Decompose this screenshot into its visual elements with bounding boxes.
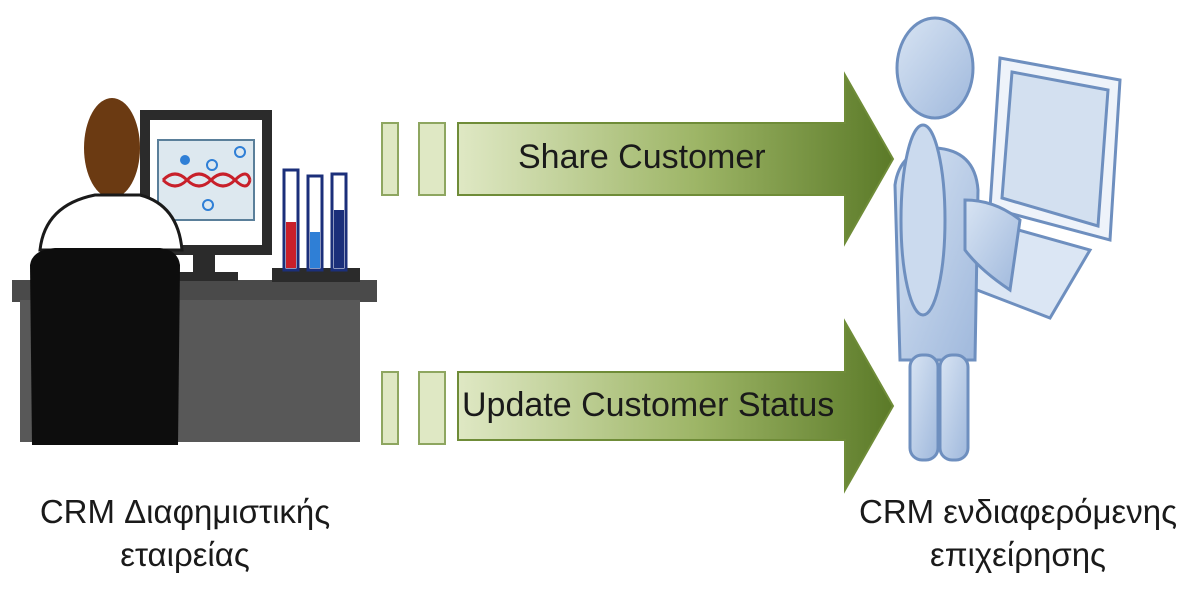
- left-node-label: CRM Διαφημιστικής εταιρείας: [20, 490, 350, 576]
- arrow-body: [457, 318, 895, 494]
- share-customer-arrow: [381, 71, 895, 247]
- left-node-label-line1: CRM Διαφημιστικής: [39, 493, 331, 530]
- arrow-dash: [418, 371, 446, 445]
- arrow-body: [457, 71, 895, 247]
- researcher-at-computer-icon: [12, 98, 377, 445]
- right-node-label: CRM ενδιαφερόμενης επιχείρησης: [858, 490, 1178, 576]
- left-node-label-line2: εταιρείας: [120, 536, 250, 573]
- right-node-label-line1: CRM ενδιαφερόμενης: [858, 493, 1178, 530]
- share-customer-label: Share Customer: [518, 138, 766, 176]
- arrow-dash: [418, 122, 446, 196]
- update-status-label: Update Customer Status: [462, 386, 835, 424]
- right-node-label-line2: επιχείρησης: [930, 536, 1106, 573]
- update-status-arrow: [381, 318, 895, 494]
- arrow-dash: [381, 122, 399, 196]
- arrow-dash: [381, 371, 399, 445]
- user-with-laptop-icon: [893, 16, 1122, 462]
